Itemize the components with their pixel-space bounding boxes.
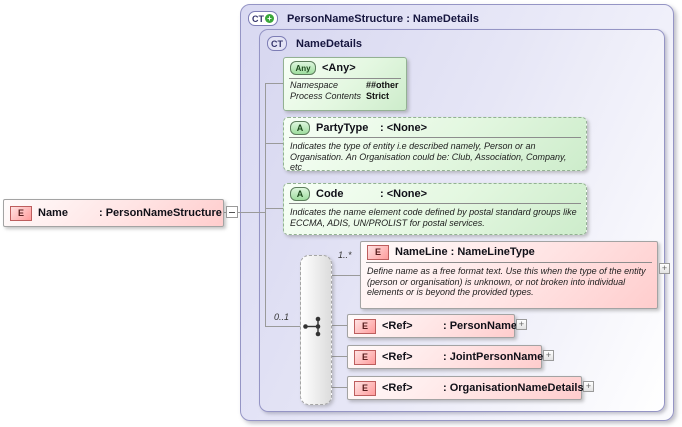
nameline-cardinality-label: 1..* <box>338 250 352 260</box>
facet-label: Namespace <box>290 80 339 90</box>
namedetails-header: CT NameDetails <box>267 36 362 51</box>
element-icon: E <box>354 349 376 365</box>
collapse-handle[interactable] <box>226 206 238 218</box>
derivation-plus-icon: + <box>265 14 274 23</box>
element-ref-organisationnamedetails-box[interactable]: E <Ref> : OrganisationNameDetails <box>347 376 584 400</box>
ct-badge-label: CT <box>271 38 283 49</box>
ct-badge-label: CT <box>252 13 264 24</box>
connector-line <box>265 83 283 84</box>
choice-icon <box>303 316 321 337</box>
ref-label: <Ref> <box>382 382 413 394</box>
connector-line <box>330 325 347 326</box>
element-annotation: Define name as a free format text. Use t… <box>367 266 646 297</box>
choice-cardinality-label: 0..1 <box>274 312 290 322</box>
element-ref-personname-box[interactable]: E <Ref> : PersonName <box>347 314 517 338</box>
connector-spine <box>265 83 266 326</box>
element-name-box[interactable]: E Name : PersonNameStructure <box>3 199 224 227</box>
choice-group-box[interactable] <box>300 255 332 405</box>
attribute-type-label: : <None> <box>380 187 428 200</box>
element-ref-jointpersonname-box[interactable]: E <Ref> : JointPersonName <box>347 345 544 369</box>
any-icon: Any <box>290 61 316 75</box>
ref-type-label: : PersonName <box>443 320 517 332</box>
expand-button[interactable]: + <box>516 319 527 330</box>
divider <box>289 78 401 79</box>
connector-line <box>222 212 226 213</box>
connector-line <box>330 387 347 388</box>
attribute-annotation: Indicates the name element code defined … <box>290 207 577 228</box>
ref-label: <Ref> <box>382 351 413 363</box>
ref-label: <Ref> <box>382 320 413 332</box>
divider <box>289 203 581 204</box>
facet-value: ##other <box>366 80 399 90</box>
facet-label: Process Contents <box>290 91 362 101</box>
attribute-icon: A <box>290 186 310 201</box>
expand-button[interactable]: + <box>659 263 670 274</box>
minus-icon <box>229 212 235 213</box>
connector-line <box>330 356 347 357</box>
expand-button[interactable]: + <box>583 381 594 392</box>
any-title: <Any> <box>322 62 356 74</box>
element-icon: E <box>10 205 32 221</box>
attribute-annotation: Indicates the type of entity i.e describ… <box>290 141 567 172</box>
attribute-name-label: PartyType <box>316 121 369 134</box>
any-wildcard-box[interactable]: Any <Any> Namespace ##other Process Cont… <box>283 57 407 111</box>
element-icon: E <box>367 244 389 260</box>
element-nameline-box[interactable]: E NameLine : NameLineType Define name as… <box>360 241 658 309</box>
facet-row: Process Contents Strict <box>284 90 406 101</box>
element-title: NameLine : NameLineType <box>395 246 535 258</box>
attribute-type-label: : <None> <box>380 121 428 134</box>
ref-type-label: : JointPersonName <box>443 351 544 363</box>
element-icon: E <box>354 380 376 396</box>
complextype-header: CT+ PersonNameStructure : NameDetails <box>248 11 479 26</box>
attribute-partytype-box[interactable]: A PartyType : <None> Indicates the type … <box>283 117 587 172</box>
connector-line <box>265 326 300 327</box>
element-icon: E <box>354 318 376 334</box>
complextype-title: PersonNameStructure : NameDetails <box>287 12 479 25</box>
element-name-label: Name <box>38 207 68 219</box>
divider <box>366 262 652 263</box>
ct-icon: CT <box>267 36 287 51</box>
attribute-name-label: Code <box>316 187 344 200</box>
element-type-label: : PersonNameStructure <box>99 207 222 219</box>
facet-row: Namespace ##other <box>284 79 406 90</box>
namedetails-title: NameDetails <box>296 37 363 50</box>
connector-line <box>238 212 265 213</box>
attribute-icon: A <box>290 120 310 135</box>
connector-line <box>330 275 360 276</box>
divider <box>289 137 581 138</box>
connector-line <box>265 208 283 209</box>
expand-button[interactable]: + <box>543 350 554 361</box>
attribute-code-box[interactable]: A Code : <None> Indicates the name eleme… <box>283 183 587 235</box>
connector-line <box>265 143 283 144</box>
ref-type-label: : OrganisationNameDetails <box>443 382 584 394</box>
complextype-derived-icon: CT+ <box>248 11 278 26</box>
facet-value: Strict <box>366 91 390 101</box>
